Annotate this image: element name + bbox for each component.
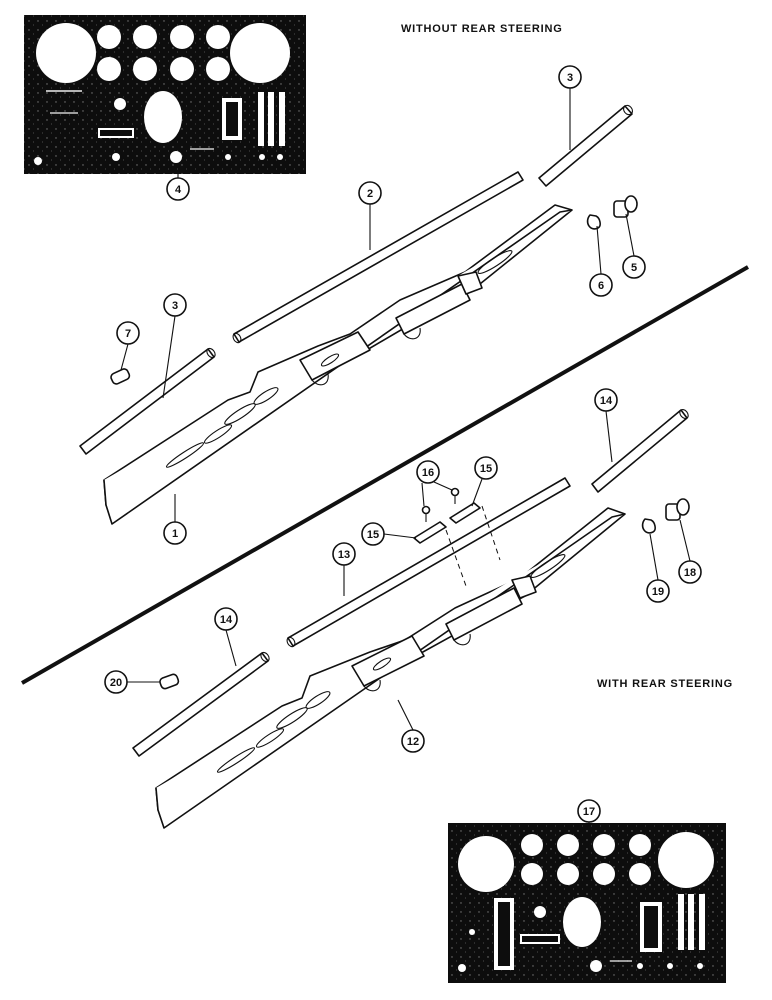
callout-label: 14 — [220, 614, 233, 626]
screw-16-left — [421, 505, 431, 522]
bushing-7 — [110, 368, 131, 385]
fastener-18 — [665, 498, 690, 521]
callout-3-lower: 3 — [163, 293, 187, 317]
callout-label: 4 — [175, 184, 182, 196]
rod-14-upper — [591, 409, 689, 493]
leader-6 — [596, 225, 602, 275]
callout-label: 18 — [684, 567, 696, 579]
callout-label: 5 — [631, 262, 637, 274]
channel-1 — [103, 204, 573, 525]
callout-15-left: 15 — [361, 522, 385, 546]
fastener-5 — [613, 195, 638, 218]
bracket-15-left — [413, 521, 447, 544]
callout-label: 17 — [583, 806, 595, 818]
callout-label: 16 — [422, 467, 434, 479]
leader-7 — [120, 343, 129, 371]
screw-16-right — [450, 487, 460, 504]
callout-3-upper: 3 — [558, 65, 582, 89]
callout-label: 7 — [125, 328, 131, 340]
instrument-panel-without-rear-steering — [24, 15, 306, 174]
callout-13: 13 — [332, 542, 356, 566]
leader-12 — [397, 699, 414, 731]
callout-label: 15 — [480, 463, 492, 475]
callout-label: 13 — [338, 549, 350, 561]
leader-5 — [625, 213, 635, 257]
caption-without-rear-steering: WITHOUT REAR STEERING — [401, 23, 563, 35]
alignment-dash-2 — [481, 505, 501, 561]
instrument-panel-with-rear-steering — [448, 823, 726, 983]
callout-label: 20 — [110, 677, 122, 689]
callout-4: 4 — [166, 177, 190, 201]
alignment-dash-1 — [445, 529, 467, 587]
leader-15-left — [383, 533, 417, 539]
leader-18 — [679, 519, 691, 562]
callout-label: 14 — [600, 395, 613, 407]
callout-17: 17 — [577, 799, 601, 823]
callout-2: 2 — [358, 181, 382, 205]
callout-label: 3 — [172, 300, 178, 312]
section-divider-line — [21, 265, 749, 685]
bracket-15-right — [449, 502, 481, 524]
channel-12 — [155, 507, 626, 829]
callout-12: 12 — [401, 729, 425, 753]
rod-3-upper — [538, 104, 633, 187]
leader-14-upper — [605, 410, 613, 463]
callout-16: 16 — [416, 460, 440, 484]
callout-7: 7 — [116, 321, 140, 345]
caption-with-rear-steering: WITH REAR STEERING — [597, 678, 734, 690]
leader-16-a — [421, 482, 425, 507]
callout-20: 20 — [104, 670, 128, 694]
leader-16-b — [433, 481, 453, 491]
callout-14-upper: 14 — [594, 388, 618, 412]
callout-6: 6 — [589, 273, 613, 297]
clip-19 — [641, 518, 656, 534]
callout-14-lower: 14 — [214, 607, 238, 631]
callout-label: 1 — [172, 528, 178, 540]
callout-label: 19 — [652, 586, 664, 598]
rod-14-lower — [132, 651, 270, 757]
leader-15-right — [471, 478, 483, 507]
leader-19 — [649, 533, 659, 581]
callout-label: 3 — [567, 72, 573, 84]
leader-3-lower — [162, 315, 176, 399]
callout-5: 5 — [622, 255, 646, 279]
callout-label: 12 — [407, 736, 419, 748]
callout-18: 18 — [678, 560, 702, 584]
leader-14-lower — [225, 629, 237, 667]
callout-1: 1 — [163, 521, 187, 545]
rod-13-long — [286, 477, 571, 648]
callout-label: 2 — [367, 188, 373, 200]
rod-2-long — [232, 171, 524, 344]
callout-15-right: 15 — [474, 456, 498, 480]
bushing-20 — [159, 673, 180, 690]
callout-label: 6 — [598, 280, 604, 292]
clip-6 — [586, 214, 601, 230]
callout-19: 19 — [646, 579, 670, 603]
callout-label: 15 — [367, 529, 379, 541]
